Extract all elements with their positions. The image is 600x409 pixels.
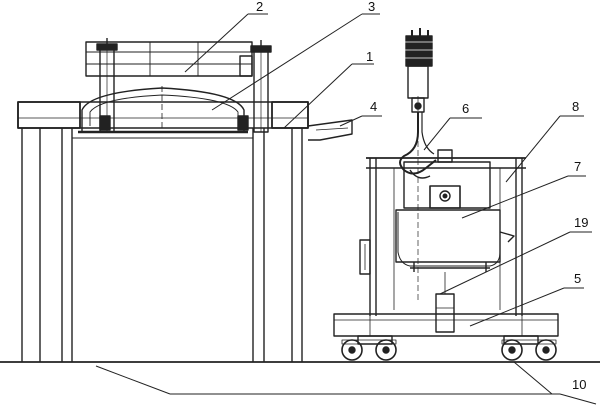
callout-8: 8 xyxy=(572,99,579,114)
ladle-cart-frame xyxy=(359,157,526,316)
trolley xyxy=(333,313,559,361)
callout-3: 3 xyxy=(368,0,375,14)
callout-2: 2 xyxy=(256,0,263,14)
callout-7: 7 xyxy=(574,159,581,174)
furnace-frame xyxy=(17,101,353,362)
callout-19: 19 xyxy=(574,215,588,230)
furnace-lid xyxy=(78,86,249,134)
callout-5: 5 xyxy=(574,271,581,286)
callout-6: 6 xyxy=(462,101,469,116)
callout-1: 1 xyxy=(366,49,373,64)
callout-4: 4 xyxy=(370,99,377,114)
support-column xyxy=(435,272,455,333)
crane-hook xyxy=(399,28,437,300)
callout-labels: 2 3 1 4 6 8 7 19 5 10 xyxy=(256,0,588,392)
lid-lifting-beam xyxy=(85,38,272,133)
ladle xyxy=(395,149,501,272)
leader-lines xyxy=(95,13,597,405)
callout-10: 10 xyxy=(572,377,586,392)
